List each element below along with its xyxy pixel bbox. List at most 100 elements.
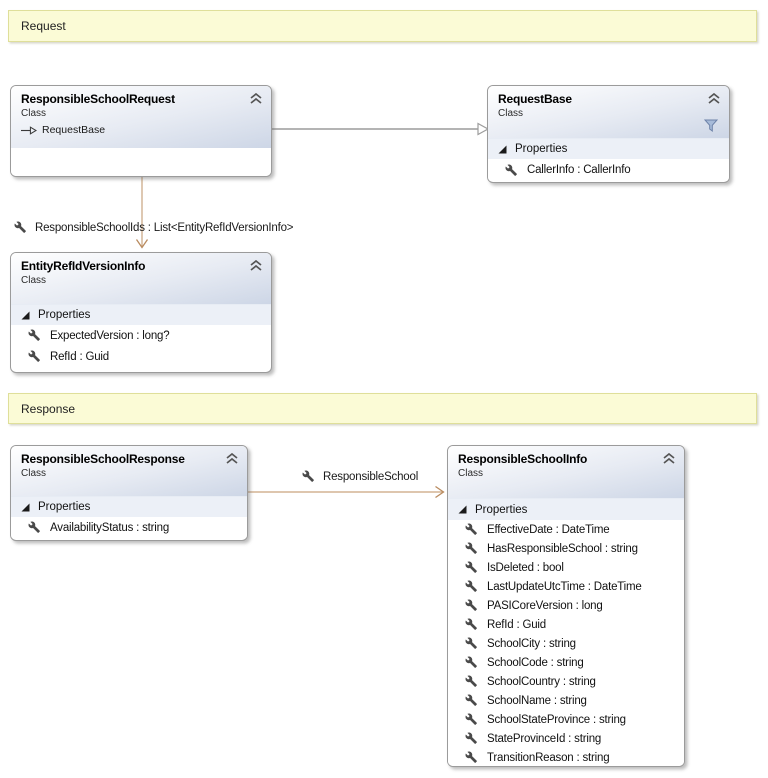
association-label-text: ResponsibleSchool — [323, 470, 419, 483]
expander-icon[interactable] — [498, 145, 507, 154]
class-kind: Class — [458, 468, 484, 479]
property-text: SchoolCode : string — [487, 656, 584, 669]
property-row[interactable]: HasResponsibleSchool : string — [448, 539, 684, 558]
expander-icon[interactable] — [21, 503, 30, 512]
wrench-icon — [302, 470, 314, 482]
property-row[interactable]: StateProvinceId : string — [448, 729, 684, 748]
wrench-icon — [465, 751, 477, 763]
property-row[interactable]: SchoolCity : string — [448, 634, 684, 653]
property-text: RefId : Guid — [50, 350, 109, 363]
wrench-icon — [465, 599, 477, 611]
wrench-icon — [465, 656, 477, 668]
expander-icon[interactable] — [21, 311, 30, 320]
properties-section-header[interactable]: Properties — [488, 138, 729, 159]
class-title: ResponsibleSchoolRequest — [21, 92, 175, 106]
class-kind: Class — [498, 108, 524, 119]
comment-band-request[interactable]: Request — [8, 10, 757, 42]
expander-icon[interactable] — [458, 505, 467, 514]
property-text: IsDeleted : bool — [487, 561, 564, 574]
wrench-icon — [465, 618, 477, 630]
property-row[interactable]: IsDeleted : bool — [448, 558, 684, 577]
properties-label: Properties — [475, 503, 528, 516]
class-title: ResponsibleSchoolResponse — [21, 452, 185, 466]
class-title: ResponsibleSchoolInfo — [458, 452, 588, 466]
wrench-icon — [465, 694, 477, 706]
property-row[interactable]: LastUpdateUtcTime : DateTime — [448, 577, 684, 596]
property-row[interactable]: SchoolStateProvince : string — [448, 710, 684, 729]
wrench-icon — [505, 164, 517, 176]
filter-funnel-icon[interactable] — [704, 119, 718, 132]
wrench-icon — [465, 580, 477, 592]
property-row[interactable]: RefId : Guid — [448, 615, 684, 634]
properties-section-header[interactable]: Properties — [448, 498, 684, 520]
inheritance-arrow-icon — [21, 126, 37, 134]
comment-band-response[interactable]: Response — [8, 393, 757, 424]
property-row[interactable]: ExpectedVersion : long? — [11, 325, 271, 346]
association-connector-responsibleschool[interactable] — [248, 485, 445, 499]
class-kind: Class — [21, 108, 47, 119]
wrench-icon — [465, 561, 477, 573]
property-row[interactable]: EffectiveDate : DateTime — [448, 520, 684, 539]
wrench-icon — [465, 542, 477, 554]
property-text: AvailabilityStatus : string — [50, 521, 170, 534]
class-kind: Class — [21, 275, 47, 286]
property-text: SchoolStateProvince : string — [487, 713, 626, 726]
class-responsibleschoolresponse[interactable]: ResponsibleSchoolResponse Class Properti… — [10, 445, 248, 541]
properties-section-header[interactable]: Properties — [11, 304, 271, 325]
wrench-icon — [465, 713, 477, 725]
property-text: PASICoreVersion : long — [487, 599, 603, 612]
collapse-chevron-icon[interactable] — [708, 93, 720, 104]
property-text: HasResponsibleSchool : string — [487, 542, 638, 555]
wrench-icon — [28, 329, 40, 341]
inherits-row: RequestBase — [11, 119, 271, 136]
property-text: LastUpdateUtcTime : DateTime — [487, 580, 642, 593]
properties-label: Properties — [38, 309, 91, 321]
association-label-responsibleschool[interactable]: ResponsibleSchool — [302, 470, 418, 483]
property-row[interactable]: RefId : Guid — [11, 346, 271, 367]
class-requestbase[interactable]: RequestBase Class Properties CallerInfo … — [487, 85, 730, 183]
property-text: CallerInfo : CallerInfo — [527, 164, 631, 176]
wrench-icon — [465, 523, 477, 535]
class-responsibleschoolrequest[interactable]: ResponsibleSchoolRequest Class RequestBa… — [10, 85, 272, 177]
property-text: ExpectedVersion : long? — [50, 329, 170, 342]
class-responsibleschoolinfo[interactable]: ResponsibleSchoolInfo Class Properties E… — [447, 445, 685, 767]
property-row[interactable]: CallerInfo : CallerInfo — [488, 159, 729, 181]
property-row[interactable]: SchoolName : string — [448, 691, 684, 710]
property-row[interactable]: PASICoreVersion : long — [448, 596, 684, 615]
property-text: SchoolName : string — [487, 694, 587, 707]
wrench-icon — [28, 350, 40, 362]
property-row[interactable]: TransitionReason : string — [448, 748, 684, 766]
collapse-chevron-icon[interactable] — [250, 260, 262, 271]
collapse-chevron-icon[interactable] — [226, 453, 238, 464]
property-row[interactable]: SchoolCountry : string — [448, 672, 684, 691]
association-label-responsibleschoolids[interactable]: ResponsibleSchoolIds : List<EntityRefIdV… — [14, 221, 293, 234]
association-connector-responsibleschoolids[interactable] — [135, 177, 149, 249]
wrench-icon — [28, 521, 40, 533]
properties-section-header[interactable]: Properties — [11, 496, 247, 517]
class-entityrefidversioninfo[interactable]: EntityRefIdVersionInfo Class Properties … — [10, 252, 272, 373]
inherits-label: RequestBase — [42, 124, 106, 136]
property-text: SchoolCity : string — [487, 637, 576, 650]
association-label-text: ResponsibleSchoolIds : List<EntityRefIdV… — [35, 221, 294, 234]
property-text: SchoolCountry : string — [487, 675, 596, 688]
class-title: RequestBase — [498, 92, 572, 106]
comment-band-label: Request — [21, 19, 66, 33]
comment-band-label: Response — [21, 401, 76, 416]
property-text: TransitionReason : string — [487, 751, 610, 764]
wrench-icon — [465, 637, 477, 649]
property-text: RefId : Guid — [487, 618, 546, 631]
collapse-chevron-icon[interactable] — [250, 93, 262, 104]
inheritance-connector-requestbase[interactable] — [272, 122, 490, 136]
wrench-icon — [465, 675, 477, 687]
property-row[interactable]: SchoolCode : string — [448, 653, 684, 672]
collapse-chevron-icon[interactable] — [663, 453, 675, 464]
properties-label: Properties — [38, 501, 91, 513]
empty-compartment — [11, 148, 271, 176]
property-row[interactable]: AvailabilityStatus : string — [11, 517, 247, 538]
property-text: StateProvinceId : string — [487, 732, 602, 745]
wrench-icon — [14, 221, 26, 233]
property-text: EffectiveDate : DateTime — [487, 523, 610, 536]
class-kind: Class — [21, 468, 47, 479]
properties-label: Properties — [515, 143, 568, 155]
